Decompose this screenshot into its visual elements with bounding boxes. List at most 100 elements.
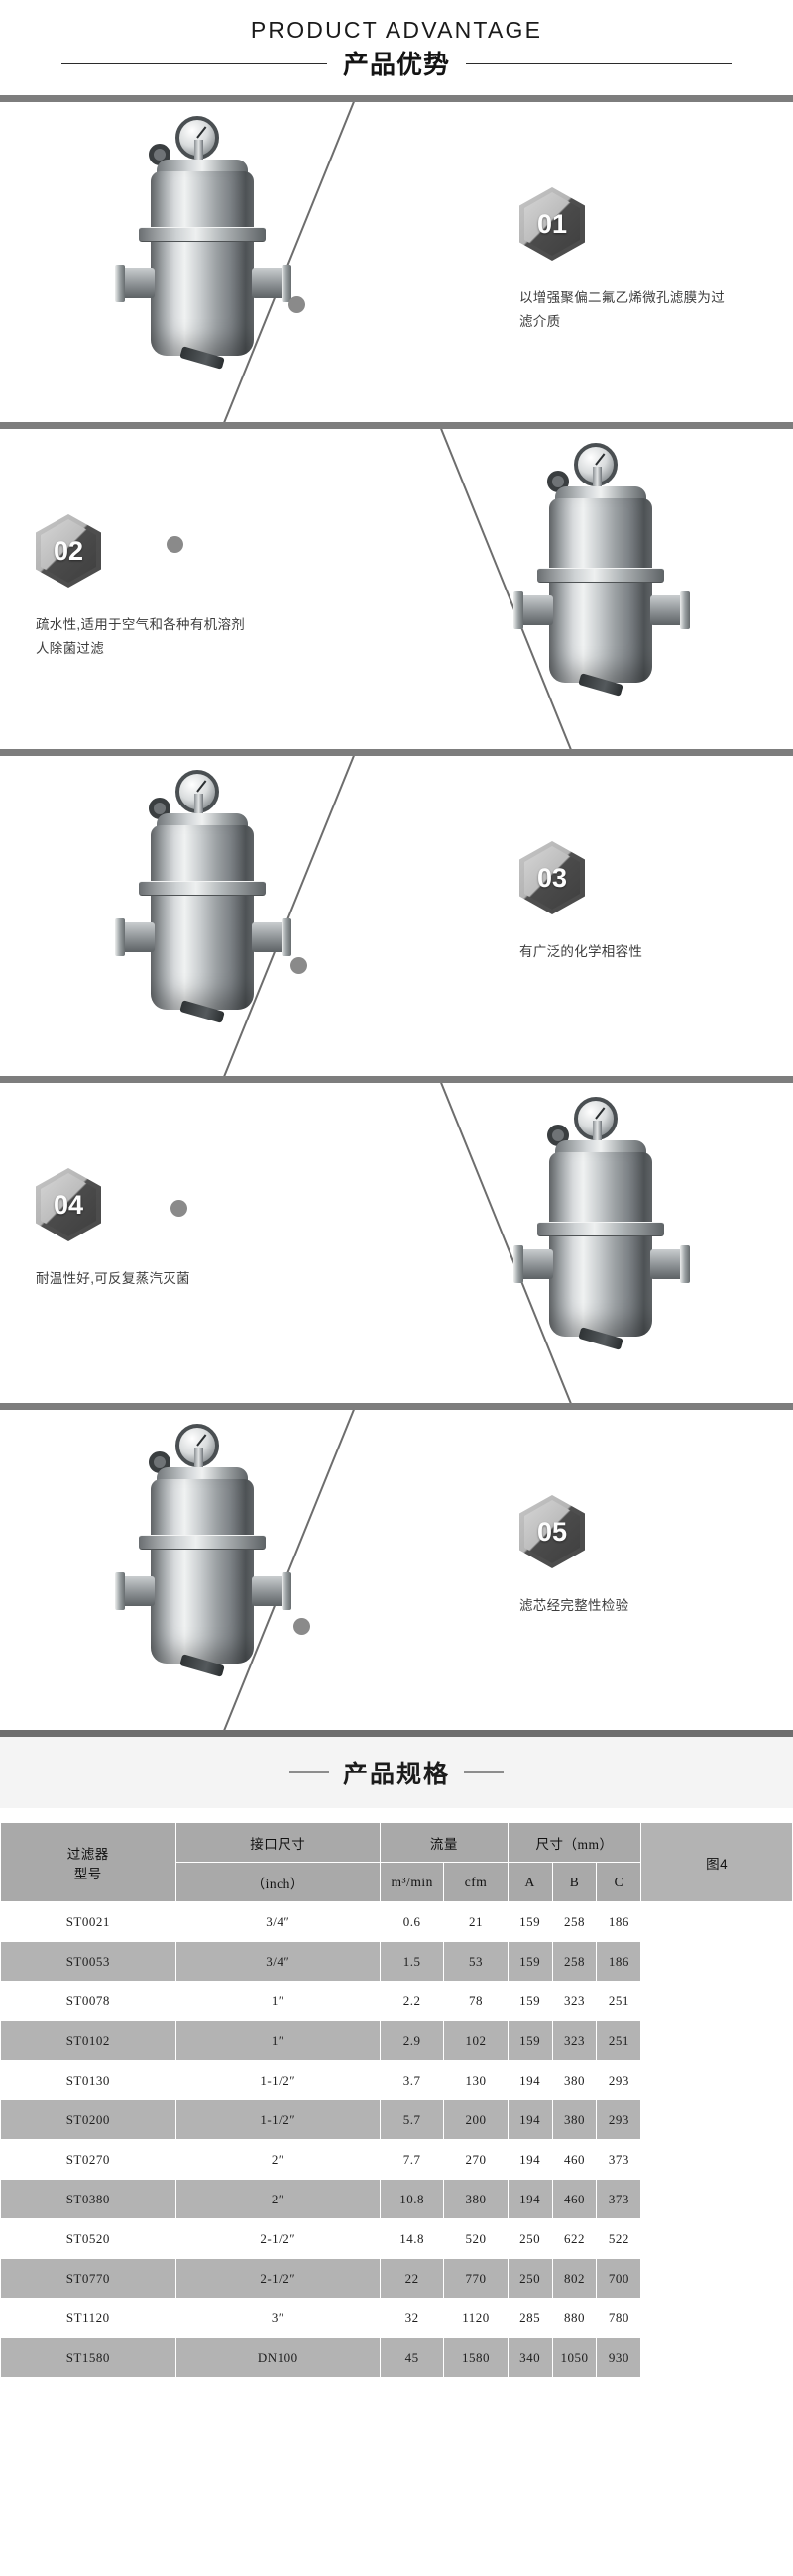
cell-model: ST0078 <box>0 1981 176 2021</box>
cell-flow-cfm: 21 <box>443 1901 509 1942</box>
cell-model: ST0021 <box>0 1901 176 1942</box>
header-rule-right <box>466 63 732 64</box>
cell-flow-cfm: 1120 <box>443 2298 509 2338</box>
advantage-badge-01: 01 <box>519 187 585 261</box>
advantage-caption: 以增强聚偏二氟乙烯微孔滤膜为过滤介质 <box>519 290 725 329</box>
vessel-collar <box>139 881 266 896</box>
header-dim-b: B <box>551 1862 598 1902</box>
cell-flow-m3min: 7.7 <box>380 2139 445 2180</box>
advantage-block-04: 04 耐温性好,可反复蒸汽灭菌 <box>0 1076 793 1403</box>
cell-dim-c: 373 <box>596 2139 642 2180</box>
cell-dim-c: 186 <box>596 1941 642 1982</box>
header-model: 过滤器 型号 <box>0 1822 176 1902</box>
cell-dim-b: 880 <box>551 2298 598 2338</box>
cell-flow-cfm: 770 <box>443 2258 509 2299</box>
outlet-flange <box>252 918 291 956</box>
cell-dim-b: 802 <box>551 2258 598 2299</box>
cell-model: ST0102 <box>0 2020 176 2061</box>
header-model-line1: 过滤器 <box>66 1846 109 1862</box>
cell-model: ST0130 <box>0 2060 176 2100</box>
cell-flow-cfm: 380 <box>443 2179 509 2219</box>
advantage-block-01: 01 以增强聚偏二氟乙烯微孔滤膜为过滤介质 <box>0 95 793 422</box>
cell-flow-cfm: 270 <box>443 2139 509 2180</box>
product-photo-02 <box>476 437 724 744</box>
advantage-badge-04: 04 <box>36 1168 101 1241</box>
outlet-flange <box>650 591 690 629</box>
advantage-caption: 耐温性好,可反复蒸汽灭菌 <box>36 1271 190 1286</box>
cell-dim-a: 285 <box>507 2298 553 2338</box>
cell-dim-b: 460 <box>551 2179 598 2219</box>
cell-dim-a: 250 <box>507 2218 553 2259</box>
vessel-collar <box>537 568 664 583</box>
advantage-text-04: 04 耐温性好,可反复蒸汽灭菌 <box>36 1168 274 1291</box>
inlet-flange <box>513 1245 553 1283</box>
gauge-stem <box>593 467 602 492</box>
advantage-text-03: 03 有广泛的化学相容性 <box>519 841 757 964</box>
cell-dim-b: 380 <box>551 2060 598 2100</box>
cell-dim-c: 373 <box>596 2179 642 2219</box>
cell-dim-b: 258 <box>551 1901 598 1942</box>
inlet-flange <box>115 1572 155 1610</box>
header-flow-cfm: cfm <box>443 1862 509 1902</box>
cell-flow-m3min: 1.5 <box>380 1941 445 1982</box>
advantage-number: 03 <box>536 862 568 893</box>
gauge-stem <box>593 1121 602 1146</box>
gauge-stem <box>194 1448 203 1473</box>
cell-flow-cfm: 520 <box>443 2218 509 2259</box>
advantage-number: 04 <box>53 1189 84 1220</box>
advantage-block-03: 03 有广泛的化学相容性 <box>0 749 793 1076</box>
cell-dim-a: 194 <box>507 2179 553 2219</box>
advantage-block-02: 02 疏水性,适用于空气和各种有机溶剂人除菌过滤 <box>0 422 793 749</box>
header-connection-unit: （inch） <box>174 1862 382 1902</box>
advantage-block-05: 05 滤芯经完整性检验 <box>0 1403 793 1730</box>
cell-dim-a: 194 <box>507 2139 553 2180</box>
inlet-flange <box>115 918 155 956</box>
cell-flow-cfm: 102 <box>443 2020 509 2061</box>
cell-flow-m3min: 32 <box>380 2298 445 2338</box>
advantage-badge-05: 05 <box>519 1495 585 1568</box>
cell-dim-c: 186 <box>596 1901 642 1942</box>
cell-dim-b: 460 <box>551 2139 598 2180</box>
cell-dim-a: 340 <box>507 2337 553 2378</box>
cell-flow-m3min: 5.7 <box>380 2099 445 2140</box>
cell-model: ST0520 <box>0 2218 176 2259</box>
cell-dim-c: 700 <box>596 2258 642 2299</box>
spec-title: 产品规格 <box>342 1761 450 1788</box>
cell-dim-b: 380 <box>551 2099 598 2140</box>
cell-dim-c: 293 <box>596 2060 642 2100</box>
advantage-badge-02: 02 <box>36 514 101 588</box>
cell-connection: 1″ <box>174 2020 382 2061</box>
inlet-flange <box>115 265 155 302</box>
connector-dot <box>293 1618 310 1635</box>
header-dimension-group: 尺寸（mm） <box>507 1822 642 1863</box>
advantage-caption: 滤芯经完整性检验 <box>519 1598 629 1613</box>
cell-dim-b: 323 <box>551 2020 598 2061</box>
inlet-flange <box>513 591 553 629</box>
advantage-caption: 有广泛的化学相容性 <box>519 944 643 959</box>
vessel-collar <box>139 1535 266 1550</box>
cell-flow-cfm: 200 <box>443 2099 509 2140</box>
outlet-flange <box>650 1245 690 1283</box>
cell-dim-a: 250 <box>507 2258 553 2299</box>
cell-flow-cfm: 78 <box>443 1981 509 2021</box>
cell-model: ST1120 <box>0 2298 176 2338</box>
header-connection-group: 接口尺寸 <box>174 1822 382 1863</box>
connector-dot <box>170 1200 187 1217</box>
advantage-badge-03: 03 <box>519 841 585 914</box>
cell-dim-a: 159 <box>507 1981 553 2021</box>
vessel-collar <box>537 1222 664 1236</box>
table-head: 过滤器 型号 接口尺寸 流量 尺寸（mm） 图4 （inch） m³/min c… <box>0 1822 793 1902</box>
advantage-caption: 疏水性,适用于空气和各种有机溶剂人除菌过滤 <box>36 617 246 656</box>
cell-flow-m3min: 3.7 <box>380 2060 445 2100</box>
cell-model: ST0200 <box>0 2099 176 2140</box>
advantage-section-header: PRODUCT ADVANTAGE 产品优势 <box>0 0 793 95</box>
advantage-text-02: 02 疏水性,适用于空气和各种有机溶剂人除菌过滤 <box>36 514 274 660</box>
cell-flow-m3min: 14.8 <box>380 2218 445 2259</box>
cell-flow-m3min: 45 <box>380 2337 445 2378</box>
spec-section: 产品规格 过滤器 型号 接口尺寸 流量 尺寸（mm） 图4 <box>0 1730 793 2378</box>
section-title-chinese-row: 产品优势 <box>0 52 793 77</box>
